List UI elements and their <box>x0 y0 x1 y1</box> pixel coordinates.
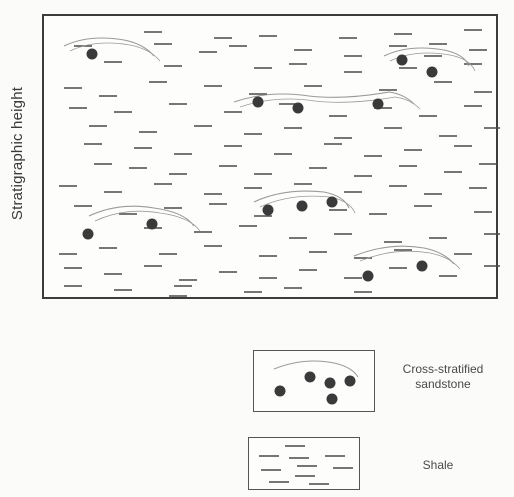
pebble-12 <box>416 260 428 272</box>
legend-shale-swatch <box>248 437 360 490</box>
cross-bed-lens-0 <box>63 37 155 57</box>
pebble-5 <box>372 98 384 110</box>
cross-bed-foreset-5 <box>359 250 461 270</box>
pebble-7 <box>146 218 158 230</box>
stratigraphic-section <box>42 14 500 299</box>
y-axis-label: Stratigraphic height <box>9 86 27 220</box>
pebble-2 <box>426 66 438 78</box>
legend-pebble-0 <box>274 385 286 397</box>
legend-pebble-4 <box>326 393 338 405</box>
pebble-3 <box>252 96 264 108</box>
cross-bed-lens-5 <box>353 245 455 265</box>
cross-bed-lens-1 <box>383 47 470 67</box>
legend-sandstone-label: Cross-stratified sandstone <box>402 362 484 391</box>
cross-bed-lens-4 <box>253 190 350 209</box>
legend-shale-label: Shale <box>422 458 454 472</box>
cross-bed-foreset-1 <box>389 52 476 72</box>
shale-swatch-drawing <box>259 445 353 485</box>
cross-bed-foreset-2 <box>239 96 421 110</box>
cross-bed-foreset-0 <box>69 42 161 62</box>
legend-pebble-3 <box>344 375 356 387</box>
legend-sandstone-swatch <box>253 350 375 412</box>
pebble-4 <box>292 102 304 114</box>
legend-pebble-1 <box>304 371 316 383</box>
legend-pebble-2 <box>324 377 336 389</box>
pebble-11 <box>362 270 374 282</box>
section-drawing <box>59 29 500 297</box>
pebble-0 <box>86 48 98 60</box>
cross-bed-lens-3 <box>88 205 195 227</box>
pebble-6 <box>82 228 94 240</box>
pebble-8 <box>262 204 274 216</box>
legend-cross-bed <box>273 360 359 378</box>
cross-bed-foreset-3 <box>94 210 201 232</box>
cross-bed-lens-2 <box>233 91 415 105</box>
pebble-1 <box>396 54 408 66</box>
sandstone-swatch-drawing <box>273 360 359 405</box>
pebble-9 <box>296 200 308 212</box>
pebble-10 <box>326 196 338 208</box>
